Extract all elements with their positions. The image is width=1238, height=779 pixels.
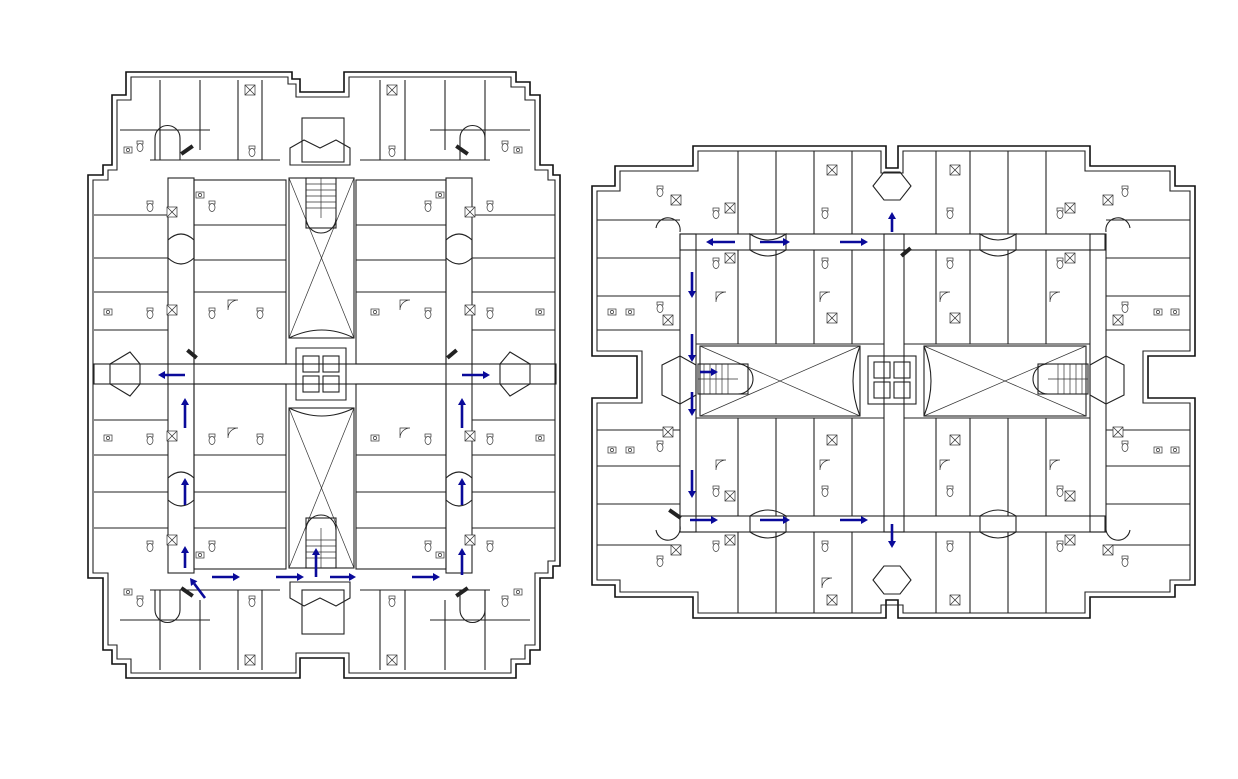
direction-arrow-icon [688, 470, 696, 498]
direction-arrow-icon [462, 371, 490, 379]
direction-arrow-icon [760, 238, 790, 246]
left-atrium [288, 177, 355, 569]
direction-arrow-icon [688, 334, 696, 362]
direction-arrow-icon [700, 368, 718, 376]
left-side-rooms [94, 179, 555, 570]
left-floor-plan [87, 71, 561, 679]
direction-arrow-icon [190, 578, 207, 599]
direction-arrows [158, 212, 896, 599]
elevator-icon [295, 347, 347, 401]
right-top-rooms [696, 151, 1090, 345]
direction-arrow-icon [458, 398, 466, 428]
direction-arrow-icon [458, 548, 466, 575]
right-doors [655, 171, 1131, 595]
direction-arrow-icon [458, 478, 466, 505]
direction-arrow-icon [888, 524, 896, 548]
elevator-icon [867, 355, 917, 405]
direction-arrow-icon [706, 238, 735, 246]
direction-arrow-icon [276, 573, 304, 581]
right-side-rooms [597, 219, 1190, 546]
right-atrium [699, 345, 1087, 417]
right-bottom-rooms [696, 417, 1090, 613]
direction-arrow-icon [840, 238, 868, 246]
direction-arrow-icon [840, 516, 868, 524]
left-doors [109, 124, 531, 624]
direction-arrow-icon [181, 398, 189, 428]
direction-arrow-icon [330, 573, 356, 581]
direction-arrow-icon [888, 212, 896, 232]
direction-arrow-icon [181, 478, 189, 505]
direction-arrow-icon [181, 546, 189, 568]
direction-arrow-icon [412, 573, 440, 581]
direction-arrow-icon [212, 573, 240, 581]
staircase-icon [697, 363, 1089, 395]
direction-arrow-icon [688, 392, 696, 416]
direction-arrow-icon [312, 548, 320, 577]
direction-arrow-icon [158, 371, 185, 379]
direction-arrow-icon [690, 516, 718, 524]
direction-arrow-icon [688, 272, 696, 298]
direction-arrow-icon [760, 516, 790, 524]
staircase-icon [305, 177, 337, 569]
